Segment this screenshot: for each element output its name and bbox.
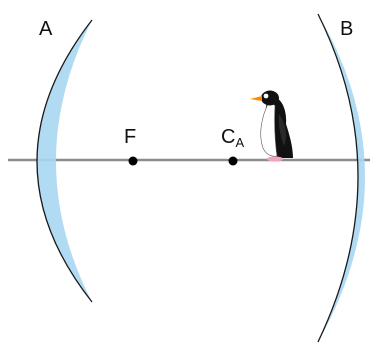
focal-point-label: F xyxy=(124,126,136,148)
penguin-feet xyxy=(267,156,283,162)
penguin-flipper xyxy=(278,114,287,146)
penguin-belly xyxy=(260,102,278,157)
mirror-b-surface xyxy=(317,13,359,343)
mirror-a xyxy=(36,19,93,303)
center-label-main: C xyxy=(221,126,235,148)
mirror-a-label: A xyxy=(39,18,53,40)
penguin-eye-patch xyxy=(263,93,269,99)
focal-point-dot xyxy=(128,156,138,166)
penguin-head xyxy=(261,90,279,106)
center-label-subscript: A xyxy=(235,135,244,150)
mirror-a-surface xyxy=(36,19,93,303)
center-of-curvature-dot xyxy=(228,156,238,166)
penguin-beak xyxy=(250,96,262,101)
center-of-curvature-label: CA xyxy=(221,126,244,150)
mirror-b-glass xyxy=(318,14,365,342)
mirror-b-label: B xyxy=(340,18,353,40)
mirror-b xyxy=(317,13,365,343)
penguin-icon xyxy=(250,90,293,162)
